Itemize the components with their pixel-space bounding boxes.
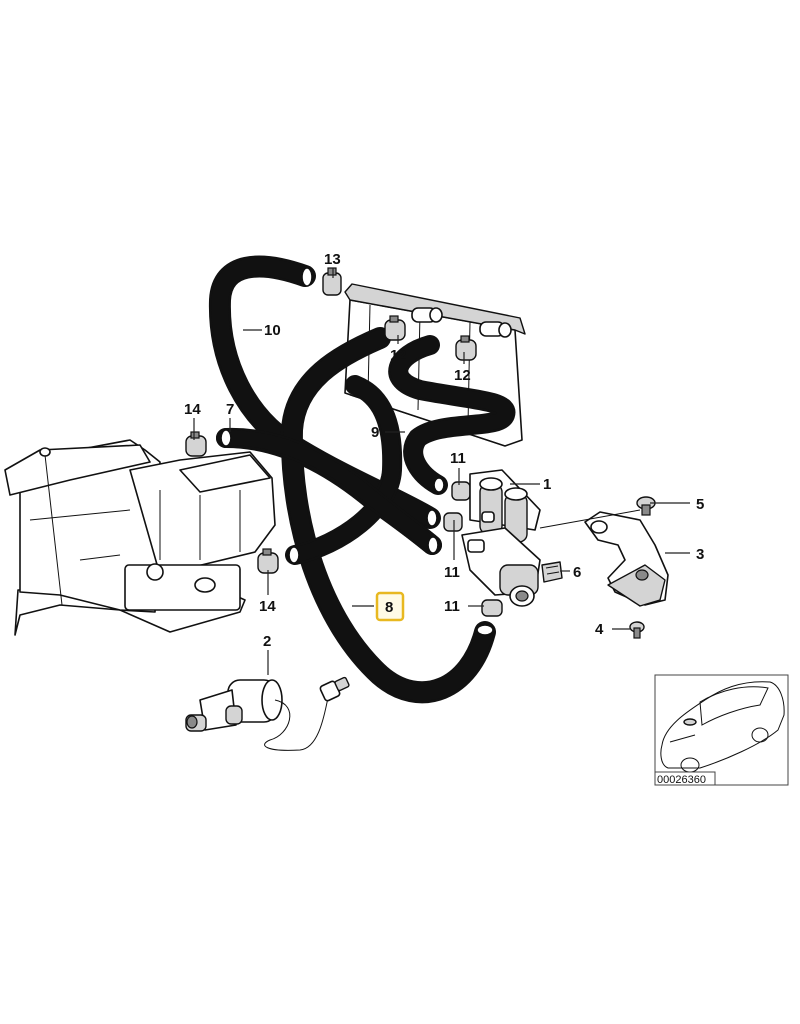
hose-clamp-14-bottom	[257, 548, 279, 574]
callout-14-bottom: 14	[259, 598, 276, 615]
callout-6: 6	[573, 564, 581, 581]
callout-1: 1	[543, 476, 551, 493]
callout-2: 2	[263, 633, 271, 650]
callout-10: 10	[264, 322, 281, 339]
leader-lines	[193, 268, 690, 675]
callout-11-top: 11	[450, 450, 466, 467]
callout-3: 3	[696, 546, 704, 563]
nut-5	[636, 496, 656, 516]
callout-7: 7	[226, 401, 234, 418]
engine-block	[4, 439, 276, 636]
mounting-bracket	[539, 509, 669, 607]
hose-clamp-13	[322, 267, 342, 296]
car-silhouette-icon	[660, 681, 785, 773]
grommet-6	[541, 561, 563, 583]
screw-4	[629, 621, 645, 639]
hose-clamp-12-left	[384, 315, 406, 341]
callout-11-bottom: 11	[444, 598, 460, 615]
callout-8: 8	[385, 599, 393, 616]
hose-9	[388, 335, 516, 495]
callout-5: 5	[696, 496, 704, 513]
callout-13: 13	[324, 251, 341, 268]
reference-inset: 00026360	[654, 674, 789, 786]
hose-clamp-11-top	[451, 481, 471, 501]
callout-labels: 13 12 12 10 7 14 9 1 11 11 11 6 5 3 4 14…	[184, 251, 704, 650]
hose-7-tube	[216, 427, 442, 555]
hose-clamp-11-middle	[443, 512, 463, 532]
hose-clamp-12-right	[455, 335, 477, 361]
callout-9: 9	[371, 424, 379, 441]
callout-8-highlight	[375, 591, 405, 622]
diagram-number: 00026360	[657, 774, 706, 786]
callout-4: 4	[595, 621, 604, 638]
hose-clamp-14-top	[185, 431, 207, 457]
callout-11-middle: 11	[444, 564, 460, 581]
hose-8	[280, 327, 496, 704]
callout-12-right: 12	[454, 367, 471, 384]
callout-12-left: 12	[390, 347, 407, 364]
hose-clamp-11-bottom	[481, 599, 503, 617]
electric-water-pump	[185, 676, 350, 751]
hose-7b	[285, 375, 403, 565]
callout-14-top: 14	[184, 401, 201, 418]
control-valve	[461, 469, 541, 607]
